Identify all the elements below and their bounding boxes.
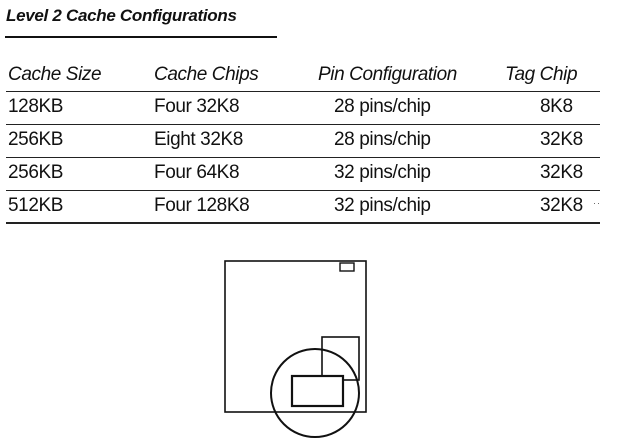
header-rule	[6, 91, 600, 92]
title-underline	[5, 36, 277, 38]
print-speck: ··	[593, 198, 601, 208]
row-rule	[6, 124, 600, 125]
table-bottom-rule	[6, 222, 600, 224]
cell-tag-chip: 8K8	[540, 96, 573, 117]
cell-tag-chip: 32K8	[540, 162, 583, 183]
header-tag-chip: Tag Chip	[505, 64, 578, 85]
cell-pin-configuration: 28 pins/chip	[334, 129, 431, 150]
cell-tag-chip: 32K8	[540, 195, 583, 216]
cell-cache-chips: Four 64K8	[154, 162, 240, 183]
cell-cache-size: 256KB	[8, 162, 64, 183]
cache-highlight-circle	[270, 348, 360, 438]
cell-cache-chips: Four 32K8	[154, 96, 240, 117]
cell-cache-size: 512KB	[8, 195, 64, 216]
row-rule	[6, 190, 600, 191]
header-pin-configuration: Pin Configuration	[318, 64, 457, 85]
document-title: Level 2 Cache Configurations	[6, 6, 237, 25]
row-rule	[6, 157, 600, 158]
cache-chip-socket	[290, 374, 345, 408]
cell-cache-size: 256KB	[8, 129, 64, 150]
board-connector	[339, 262, 355, 272]
cell-cache-size: 128KB	[8, 96, 64, 117]
cell-pin-configuration: 32 pins/chip	[334, 162, 431, 183]
cell-tag-chip: 32K8	[540, 129, 583, 150]
cell-pin-configuration: 32 pins/chip	[334, 195, 431, 216]
cell-cache-chips: Four 128K8	[154, 195, 250, 216]
header-cache-size: Cache Size	[8, 64, 102, 85]
cell-cache-chips: Eight 32K8	[154, 129, 243, 150]
header-cache-chips: Cache Chips	[154, 64, 259, 85]
cell-pin-configuration: 28 pins/chip	[334, 96, 431, 117]
